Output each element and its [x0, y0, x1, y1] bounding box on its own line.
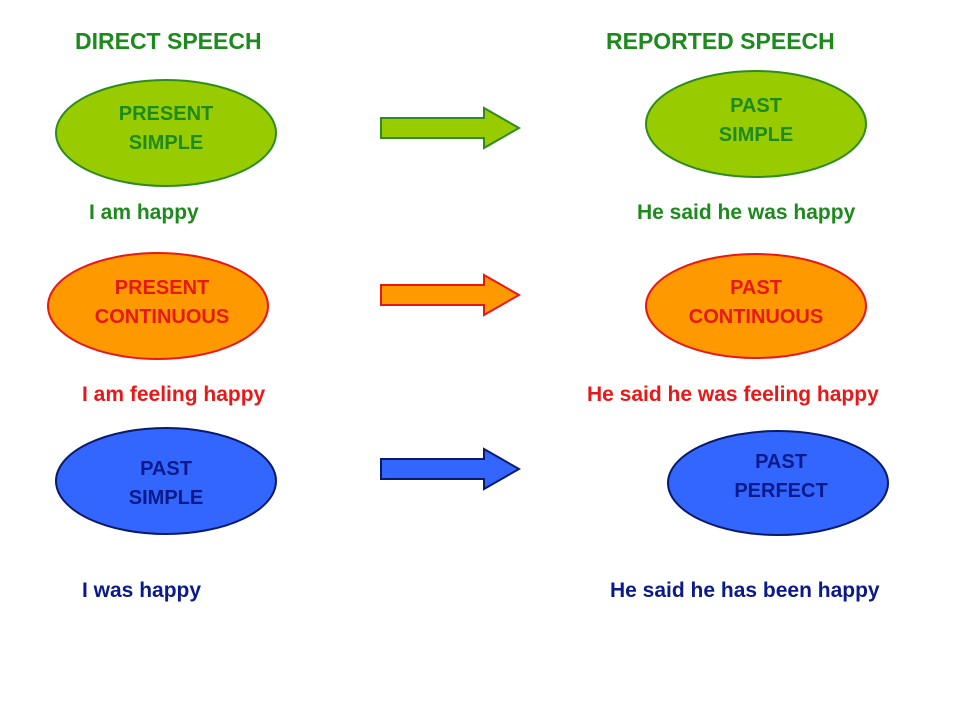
example-reported: He said he was feeling happy: [587, 383, 879, 406]
tense-label-reported: PAST PERFECT: [671, 448, 891, 506]
tense-word: SIMPLE: [128, 487, 204, 509]
tense-word: PAST: [730, 95, 782, 117]
tense-label-direct: PRESENT SIMPLE: [56, 100, 276, 158]
tense-word: PAST: [140, 458, 192, 480]
tense-word: PRESENT: [114, 277, 210, 299]
arrow-right-icon: [380, 447, 522, 491]
example-direct: I am feeling happy: [82, 383, 266, 406]
tense-word: PAST: [755, 451, 807, 473]
ellipse-past-simple-reported: [645, 70, 867, 178]
ellipse-present-continuous: [47, 252, 269, 360]
tense-word: PERFECT: [734, 480, 828, 502]
ellipse-past-simple: [55, 427, 277, 535]
tense-label-reported: PAST CONTINUOUS: [646, 274, 866, 332]
arrow-right-icon: [380, 273, 522, 317]
tense-label-direct: PAST SIMPLE: [56, 455, 276, 513]
ellipse-present-simple: [55, 79, 277, 187]
tense-word: SIMPLE: [718, 124, 794, 146]
tense-word: CONTINUOUS: [94, 306, 230, 328]
tense-word: PRESENT: [118, 103, 214, 125]
example-reported: He said he was happy: [637, 201, 856, 224]
example-reported: He said he has been happy: [610, 579, 880, 602]
ellipse-past-perfect: [667, 430, 889, 536]
tense-word: CONTINUOUS: [688, 306, 824, 328]
arrow-right-icon: [380, 106, 522, 150]
example-direct: I am happy: [89, 201, 199, 224]
tense-label-direct: PRESENT CONTINUOUS: [52, 274, 272, 332]
example-direct: I was happy: [82, 579, 202, 602]
header-direct-speech: DIRECT SPEECH: [75, 28, 262, 54]
header-reported-speech: REPORTED SPEECH: [606, 28, 835, 54]
ellipse-past-continuous: [645, 253, 867, 359]
tense-word: PAST: [730, 277, 782, 299]
tense-label-reported: PAST SIMPLE: [646, 92, 866, 150]
tense-word: SIMPLE: [128, 132, 204, 154]
